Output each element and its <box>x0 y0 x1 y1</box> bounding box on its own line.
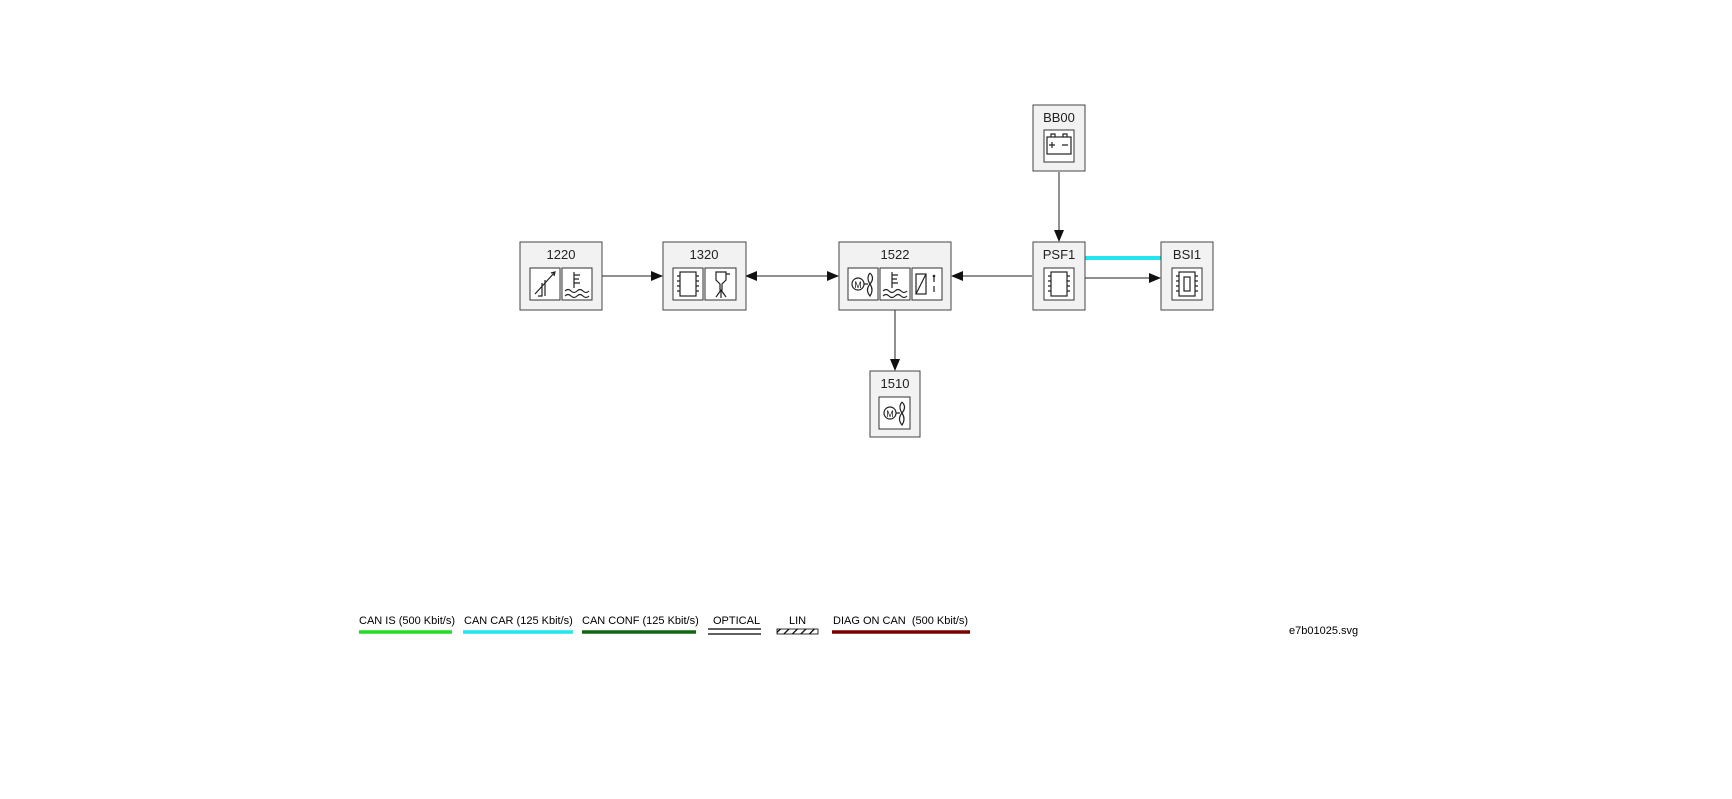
ecu-chip-icon <box>672 267 704 301</box>
legend-item-optical: OPTICAL <box>708 615 761 635</box>
node-1510[interactable]: 1510 M <box>869 370 921 438</box>
svg-text:CAN CAR (125 Kbit/s): CAN CAR (125 Kbit/s) <box>464 615 573 627</box>
coolant-temperature-icon <box>879 267 911 301</box>
svg-text:OPTICAL: OPTICAL <box>713 615 760 627</box>
legend-item-can-is: CAN IS (500 Kbit/s) <box>359 615 455 634</box>
fan-motor-icon: M <box>878 396 911 430</box>
node-bb00[interactable]: BB00 <box>1032 104 1086 172</box>
node-label: BSI1 <box>1173 247 1201 262</box>
svg-text:M: M <box>854 280 862 290</box>
sensor-gauge-icon <box>529 267 561 301</box>
svg-text:CAN IS (500 Kbit/s): CAN IS (500 Kbit/s) <box>359 615 455 627</box>
node-label: PSF1 <box>1043 247 1076 262</box>
node-psf1[interactable]: PSF1 <box>1032 241 1086 311</box>
node-label: 1320 <box>690 247 719 262</box>
relay-diode-icon <box>911 267 943 301</box>
node-label: BB00 <box>1043 110 1075 125</box>
node-1220[interactable]: 1220 <box>519 241 603 311</box>
file-name-label: e7b01025.svg <box>1289 625 1358 637</box>
node-label: 1510 <box>881 376 910 391</box>
coolant-temperature-icon <box>561 267 593 301</box>
node-1320[interactable]: 1320 <box>662 241 747 311</box>
node-label: 1220 <box>547 247 576 262</box>
legend-item-can-conf: CAN CONF (125 Kbit/s) <box>582 615 699 634</box>
node-label: 1522 <box>881 247 910 262</box>
svg-text:CAN CONF (125 Kbit/s): CAN CONF (125 Kbit/s) <box>582 615 699 627</box>
svg-text:LIN: LIN <box>789 615 806 627</box>
injector-icon <box>704 267 737 301</box>
fuse-box-icon <box>1171 267 1203 301</box>
battery-icon <box>1043 129 1075 163</box>
ecu-chip-icon <box>1043 267 1075 301</box>
legend-item-diag-on-can: DIAG ON CAN (500 Kbit/s) <box>832 615 970 634</box>
fan-motor-icon: M <box>847 267 879 301</box>
legend: CAN IS (500 Kbit/s) CAN CAR (125 Kbit/s)… <box>359 615 970 635</box>
legend-item-can-car: CAN CAR (125 Kbit/s) <box>463 615 573 634</box>
svg-text:M: M <box>886 409 894 419</box>
node-bsi1[interactable]: BSI1 <box>1160 241 1214 311</box>
connections <box>602 172 1161 371</box>
legend-item-lin: LIN <box>776 615 819 635</box>
node-1522[interactable]: 1522 M <box>838 241 952 311</box>
svg-text:DIAG ON CAN (500 Kbit/s): DIAG ON CAN (500 Kbit/s) <box>833 615 968 627</box>
